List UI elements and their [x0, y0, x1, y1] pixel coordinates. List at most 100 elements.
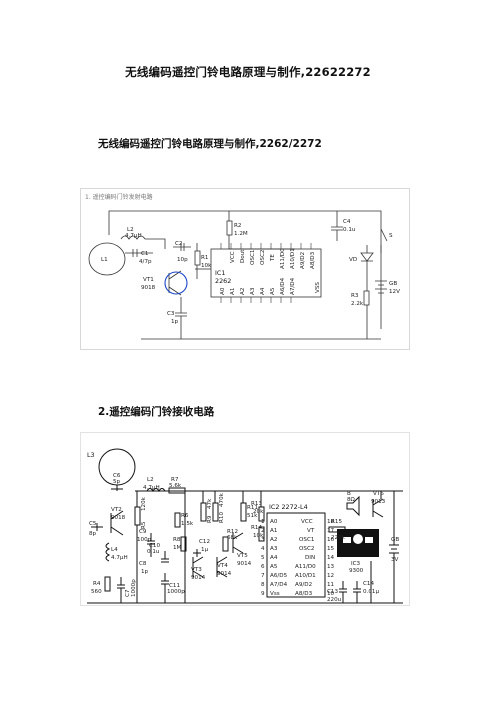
c3-label: C3: [167, 311, 175, 317]
l2-coil: [120, 235, 146, 240]
r5-resistor: [134, 506, 141, 526]
c9-label: C9: [139, 529, 147, 535]
ic2-pin-number: 2: [261, 528, 265, 534]
c10-capacitor: [161, 551, 169, 563]
c7-value: 1000p: [131, 579, 137, 597]
r9-value: 47k: [207, 498, 213, 509]
r6-label: R6: [181, 513, 189, 519]
ic3-label: IC3: [351, 561, 361, 567]
l1-label: L1: [101, 257, 108, 263]
r7-value: 5.6k: [169, 483, 182, 489]
ic1-pin-a5: A5: [270, 287, 276, 295]
ic2-pin-right: VCC: [301, 519, 313, 525]
c11-capacitor: [161, 573, 169, 603]
c6-label: C6: [113, 473, 121, 479]
vt6-value: 9013: [371, 499, 386, 505]
c10-value: 0.1u: [147, 549, 160, 555]
c12-label: C12: [199, 539, 210, 545]
c1-label: C1: [141, 251, 149, 257]
ic2-pin-number: 10: [327, 591, 335, 597]
c2-capacitor: [173, 243, 191, 251]
c12-capacitor: [193, 549, 201, 557]
ic1-pin-a8: A8/D3: [310, 251, 316, 269]
ic2-pin-number: 11: [327, 582, 335, 588]
c7-label: C7: [125, 589, 131, 597]
c1-capacitor: [125, 249, 153, 257]
ic2-pin-number: 7: [261, 573, 265, 579]
ic1-pin-a0: A0: [220, 287, 226, 295]
section2-title: 2.遥控编码门铃接收电路: [98, 406, 215, 418]
s-label: S: [389, 233, 393, 239]
ic2-pin-number: 17: [327, 528, 335, 534]
ic2-pin-number: 12: [327, 573, 334, 579]
r14-value: 10k: [253, 533, 264, 539]
section1-title: 无线编码遥控门铃电路原理与制作,2262/2272: [98, 138, 322, 150]
l4-coil: [105, 542, 111, 562]
vt4-value: 9014: [217, 571, 232, 577]
gb-value: 12V: [389, 289, 400, 295]
ic2-pin-number: 13: [327, 564, 335, 570]
c13-label: C13: [327, 589, 338, 595]
c7-capacitor: [117, 577, 125, 603]
transmitter-schematic: 1. 遥控编码门铃发射电路: [80, 188, 410, 350]
c2-value: 10p: [177, 257, 188, 263]
vt1-value: 9018: [141, 285, 156, 291]
r4-resistor: [104, 576, 111, 592]
r1-resistor: [194, 250, 201, 266]
top-rail-wire: [108, 210, 382, 329]
ic2-pin-left: A1: [270, 528, 278, 534]
gb-receiver-value: 3V: [391, 557, 399, 563]
ic1-label: IC1: [215, 269, 225, 277]
ic2-pin-number: 14: [327, 555, 335, 561]
c14-label: C14: [363, 581, 374, 587]
r5-value: 120k: [141, 496, 147, 511]
vt1-label: VT1: [143, 277, 154, 283]
ic2-pin-number: 1: [261, 519, 265, 525]
r12-resistor: [222, 536, 229, 552]
ic2-pin-left: A0: [270, 519, 278, 525]
c9-capacitor: [147, 533, 155, 557]
b-value: 8Ω: [347, 497, 356, 503]
r11-resistor: [240, 502, 247, 522]
ic2-pin-right: A10/D1: [295, 573, 316, 579]
l1-loop-antenna: [88, 242, 126, 276]
ic2-pin-number: 6: [261, 564, 265, 570]
r3-resistor: [363, 290, 370, 306]
l2-receiver-label: L2: [147, 477, 154, 483]
ic2-pin-number: 15: [327, 546, 335, 552]
c8-label: C8: [139, 561, 147, 567]
c5-label: C5: [89, 521, 97, 527]
ic2-pin-left: A2: [270, 537, 277, 543]
r1-label: R1: [201, 255, 209, 261]
r13-value: 20k: [253, 509, 264, 515]
r2-value: 1.2M: [234, 231, 248, 237]
vd-led: [360, 245, 374, 269]
c2-label: C2: [175, 241, 182, 247]
ic2-pin-number: 18: [327, 519, 335, 525]
receiver-schematic: L3 C6 5p C5 8p VT2 9018 L4 4.7μH R4 560 …: [80, 432, 410, 606]
r6-resistor: [174, 512, 181, 528]
ic2-pin-number: 16: [327, 537, 335, 543]
vt1-highlight: [164, 271, 188, 295]
ic1-value: 2262: [215, 277, 231, 285]
c11-label: C11: [169, 583, 180, 589]
r13-label: R13: [251, 501, 262, 507]
vt6-transistor: [372, 498, 384, 518]
ic2-chip: [266, 512, 326, 598]
r2-resistor: [226, 220, 233, 236]
ic2-pin-left: A7/D4: [270, 582, 288, 588]
c3-capacitor: [175, 297, 187, 339]
s-switch: [380, 228, 388, 253]
c14-capacitor: [353, 581, 361, 603]
c1-value: 4/7p: [139, 259, 152, 265]
l2-label: L2: [127, 227, 134, 233]
ic1-pin-a4: A4: [260, 287, 266, 295]
r2-label: R2: [234, 223, 241, 229]
ic2-pin-number: 8: [261, 582, 265, 588]
ic2-pin-left: A3: [270, 546, 278, 552]
c13-value: 220u: [327, 597, 342, 603]
c9-value: 100p: [137, 537, 152, 543]
r1-value: 10k: [201, 263, 212, 269]
r7-label: R7: [171, 477, 179, 483]
c13-capacitor: [339, 581, 347, 603]
